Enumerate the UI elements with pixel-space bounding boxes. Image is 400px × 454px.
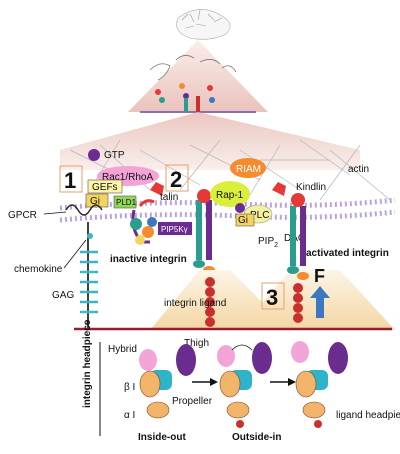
beta-i-label: β I xyxy=(124,382,135,393)
middle-integrin xyxy=(193,189,215,274)
chemokine-label: chemokine xyxy=(14,264,63,275)
gi-right-label: Gi xyxy=(238,215,248,226)
pip2-label: PIP2 xyxy=(258,236,278,249)
talin-shape xyxy=(150,182,164,196)
gpcr-label: GPCR xyxy=(8,210,37,221)
zoom-cone-upper xyxy=(128,40,268,112)
gag-label: GAG xyxy=(52,290,74,301)
ligand-headpiece-label: ligand headpiece xyxy=(336,410,400,421)
gefs-label: GEFs xyxy=(92,182,118,193)
activated-integrin-shape xyxy=(287,193,309,280)
riam-blob xyxy=(230,158,266,178)
pld1-label: PLD1 xyxy=(116,198,137,207)
gi-left-box xyxy=(85,193,109,208)
propeller-label: Propeller xyxy=(172,396,213,407)
kindlin-label: Kindlin xyxy=(296,182,326,193)
integrin-label: integrin ligand xyxy=(164,298,226,309)
gtp-label: GTP xyxy=(104,150,125,161)
mini-membrane xyxy=(140,55,256,113)
gi-left-label: Gi xyxy=(90,196,100,207)
activated-integrin-label: activated integrin xyxy=(306,248,389,259)
gtp-icon xyxy=(88,149,100,161)
chemokine-dot xyxy=(87,233,93,239)
inside-out-label: Inside-out xyxy=(138,432,186,443)
pip5k-box xyxy=(158,222,192,235)
step2-frame xyxy=(165,164,189,192)
riam-label: RIAM xyxy=(236,164,261,175)
activated-ligand-chain xyxy=(293,283,303,323)
gag-chains xyxy=(80,250,98,314)
cell-sketch xyxy=(176,9,231,40)
thigh-label: Thigh xyxy=(184,338,209,349)
alpha-i-label: α I xyxy=(124,410,135,421)
rap1-blob xyxy=(210,181,250,207)
force-label: F xyxy=(314,266,325,286)
step1-label: 1 xyxy=(64,168,76,193)
pip5k-label: PIP5Kγ xyxy=(161,225,188,234)
force-arrow-icon xyxy=(310,286,330,318)
gpcr-helices xyxy=(65,204,103,216)
rap1-label: Rap-1 xyxy=(216,190,244,201)
outside-in-label: Outside-in xyxy=(232,432,281,443)
integrin-ligand-chain xyxy=(205,277,215,327)
inactive-integrin-label-1: inactive integrin xyxy=(110,254,187,265)
step2-label: 2 xyxy=(170,167,182,192)
rac-rho-label: Rac1/RhoA xyxy=(102,172,153,183)
pld1-box xyxy=(113,195,137,209)
zoom-cone-lower xyxy=(60,112,360,170)
step3-label: 3 xyxy=(266,285,278,310)
gi-right-box xyxy=(235,213,255,227)
right-talin-shape xyxy=(272,182,286,196)
talin-label: talin xyxy=(160,192,178,203)
headpiece-axis-label: integrin headpiece xyxy=(82,319,93,408)
actin-label: actin xyxy=(348,164,369,175)
hybrid-label: Hybrid xyxy=(108,344,137,355)
rap1-gtp-icon xyxy=(235,203,245,213)
step3-frame xyxy=(261,282,285,310)
plc-label: PLC xyxy=(250,210,269,221)
gefs-box xyxy=(87,179,123,194)
headpiece-panel: integrin headpiece Hybrid Thigh β I α I … xyxy=(82,319,400,443)
step1-frame xyxy=(59,165,83,193)
inactive-integrin-shape xyxy=(130,199,157,245)
